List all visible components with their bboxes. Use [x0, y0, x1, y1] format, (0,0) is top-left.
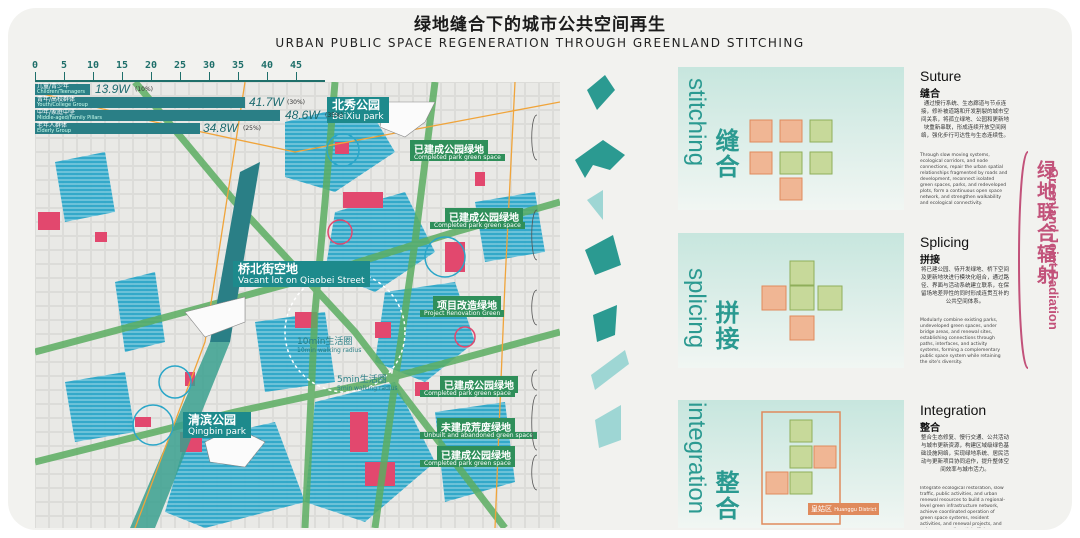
ruler-tick [267, 72, 268, 80]
ruler-tick [151, 72, 152, 80]
ruler-tick-label: 10 [86, 60, 100, 71]
ruler-tick [64, 72, 65, 80]
population-stats: 儿童/青少年 Children/Teenagers 13.9W (10%) 青年… [35, 82, 355, 136]
ten-min-radius: 10min生活圈 10min walking radius [297, 337, 362, 354]
splicing-vertical-zh: 拼接 [711, 300, 739, 352]
ruler-tick-label: 25 [173, 60, 187, 71]
title-zh: 绿地缝合下的城市公共空间再生 [414, 15, 666, 35]
splicing-puzzle [761, 260, 843, 341]
integration-body-zh: 整合生态修复、慢行交通、公共活动与城市更新资源，构建区域级绿色基础设施网络，实现… [920, 435, 1009, 473]
suture-vertical-zh: 缝合 [711, 128, 739, 180]
integration-zh: 整合 [920, 423, 940, 434]
splicing-title: Splicing [920, 234, 970, 250]
suture-zh: 缝合 [920, 89, 940, 100]
ruler-tick [296, 72, 297, 80]
title-en: URBAN PUBLIC SPACE REGENERATION THROUGH … [275, 36, 805, 50]
ruler-tick-label: 45 [289, 60, 303, 71]
five-min-radius: 5min生活圈 5min walking radius [337, 375, 398, 392]
suture-body-en: Through slow moving systems, ecological … [920, 153, 1008, 206]
ruler-tick [180, 72, 181, 80]
ruler-tick-label: 40 [260, 60, 274, 71]
ruler-tick-label: 30 [202, 60, 216, 71]
stat-row-youth: 青年/高校群体 Youth/College Group 41.7W (30%) [35, 95, 306, 109]
side-title-en: Greenland Joint Radiation [1046, 168, 1061, 330]
side-title-zh: 绿地联合辐射 [1034, 160, 1056, 286]
stat-row-middle-aged: 中年/家庭中坚 Middle-aged/Family Pillars 48.6W… [35, 108, 344, 122]
suture-body-zh: 通过慢行系统、生态廊道与节点连接，修补被道路和开发割裂的城市空间关系，将孤立绿地… [920, 101, 1009, 139]
integration-puzzle [761, 411, 841, 525]
integration-vertical-zh: 整合 [711, 470, 739, 522]
suture-title: Suture [920, 68, 962, 84]
fragment-shapes [531, 75, 629, 491]
splicing-zh: 拼接 [920, 255, 940, 266]
beixiu-park-label: 北秀公园 BeiXiu park [327, 97, 389, 123]
suture-vertical-en: stitching [683, 78, 710, 167]
splicing-body-zh: 将已建公园、待开发绿地、桥下空间及更新地块进行模块化组合，通过路径、界面与活动系… [920, 267, 1009, 305]
ruler-tick [35, 72, 36, 80]
integration-body-en: Integrate ecological restoration, slow t… [920, 486, 1005, 527]
qingbin-park-label: 清滨公园 Qingbin park [183, 412, 251, 438]
integration-title: Integration [920, 402, 987, 418]
ruler-tick [93, 72, 94, 80]
suture-puzzle [749, 119, 833, 201]
district-tag: 皇姑区 Huanggu District [808, 503, 880, 515]
ruler-tick-label: 5 [60, 60, 68, 71]
scale-ruler: 0 5 10 15 20 25 30 35 40 45 [32, 60, 325, 82]
integration-vertical-en: integration [683, 402, 710, 515]
ruler-tick-label: 0 [31, 60, 39, 71]
splicing-vertical-en: splicing [683, 268, 710, 349]
stat-row-children: 儿童/青少年 Children/Teenagers 13.9W (10%) [35, 82, 154, 96]
ruler-line [35, 80, 325, 82]
ruler-tick-label: 35 [231, 60, 245, 71]
side-bracket [1018, 151, 1029, 369]
ruler-tick [209, 72, 210, 80]
ruler-tick-label: 15 [115, 60, 129, 71]
ruler-tick [238, 72, 239, 80]
ruler-tick [122, 72, 123, 80]
stat-row-elderly: 老年人群体 Elderly Group 34.8W (25%) [35, 121, 262, 135]
rail-greenway [210, 162, 260, 342]
ruler-tick-label: 20 [144, 60, 158, 71]
splicing-body-en: Modularly combine existing parks, undeve… [920, 318, 1001, 365]
qiaobei-street-label: 桥北街空地 Vacant lot on Qiaobei Street [233, 261, 370, 287]
